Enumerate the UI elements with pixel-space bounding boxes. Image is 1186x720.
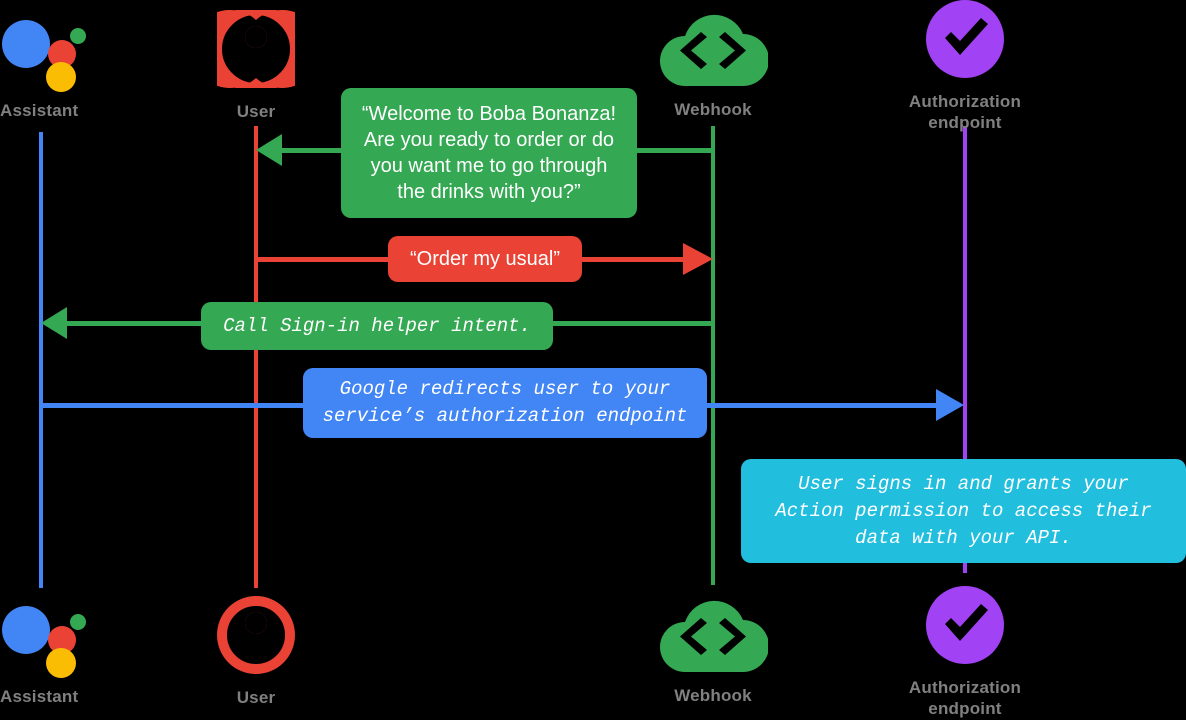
arrow-head-signin-helper	[41, 307, 67, 339]
assistant-yellow-dot-icon	[46, 648, 76, 678]
actor-label-user-top: User	[236, 102, 276, 121]
user-avatar-icon	[190, 5, 322, 93]
assistant-green-dot-icon	[70, 614, 86, 630]
actor-label-assistant-top: Assistant	[0, 101, 79, 120]
purple-check-circle-icon-bottom	[926, 586, 1004, 669]
purple-check-circle-svg	[926, 0, 1004, 78]
actor-label-authorization-top: Authorization endpoint	[908, 92, 1022, 132]
message-bubble-user-signs-in: User signs in and grants your Action per…	[741, 459, 1186, 563]
message-text-welcome: “Welcome to Boba Bonanza! Are you ready …	[361, 103, 617, 203]
cloud-code-icon-bottom	[658, 594, 769, 681]
message-text-signin-helper: Call Sign-in helper intent.	[223, 314, 531, 337]
purple-check-circle-icon	[926, 0, 1004, 83]
actor-webhook-bottom: Webhook	[613, 594, 813, 706]
assistant-yellow-dot-icon	[46, 62, 76, 92]
actor-user-bottom: User	[156, 596, 356, 708]
message-bubble-signin-helper: Call Sign-in helper intent.	[201, 302, 553, 350]
cloud-code-svg-bottom	[660, 600, 769, 672]
actor-label-user-bottom: User	[236, 688, 276, 707]
assistant-green-dot-icon	[70, 28, 86, 44]
actor-authorization-top: Authorization endpoint	[865, 0, 1065, 133]
user-avatar-svg-bottom	[217, 596, 295, 674]
arrow-head-welcome	[256, 134, 282, 166]
assistant-blue-dot-icon	[2, 20, 50, 68]
message-text-order: “Order my usual”	[409, 248, 561, 270]
lifeline-webhook	[711, 126, 715, 585]
actor-label-webhook-top: Webhook	[674, 100, 752, 119]
actor-label-authorization-bottom: Authorization endpoint	[908, 678, 1022, 718]
message-text-redirect: Google redirects user to your service’s …	[322, 378, 688, 427]
message-bubble-order: “Order my usual”	[388, 236, 582, 282]
arrow-head-redirect	[936, 389, 964, 421]
assistant-blue-dot-icon	[2, 606, 50, 654]
actor-user-top: User	[156, 5, 356, 122]
lifeline-assistant	[39, 132, 43, 588]
message-bubble-redirect: Google redirects user to your service’s …	[303, 368, 707, 438]
actor-authorization-bottom: Authorization endpoint	[865, 586, 1065, 719]
user-avatar-svg	[190, 5, 322, 93]
message-bubble-welcome: “Welcome to Boba Bonanza! Are you ready …	[341, 88, 637, 218]
message-text-user-signs-in: User signs in and grants your Action per…	[775, 472, 1152, 549]
purple-check-circle-svg-bottom	[926, 586, 1004, 664]
actor-assistant-top: Assistant	[0, 12, 200, 121]
actor-label-webhook-bottom: Webhook	[674, 686, 752, 705]
lifeline-user	[254, 126, 258, 588]
lifeline-authorization	[963, 126, 967, 573]
arrow-head-order	[683, 243, 713, 275]
actor-assistant-bottom: Assistant	[0, 598, 200, 707]
user-avatar-icon-bottom	[217, 596, 295, 679]
google-assistant-icon	[0, 12, 92, 92]
cloud-code-icon	[658, 8, 769, 95]
cloud-code-svg	[660, 14, 769, 86]
actor-label-assistant-bottom: Assistant	[0, 687, 79, 706]
actor-webhook-top: Webhook	[613, 8, 813, 120]
google-assistant-icon-bottom	[0, 598, 92, 678]
